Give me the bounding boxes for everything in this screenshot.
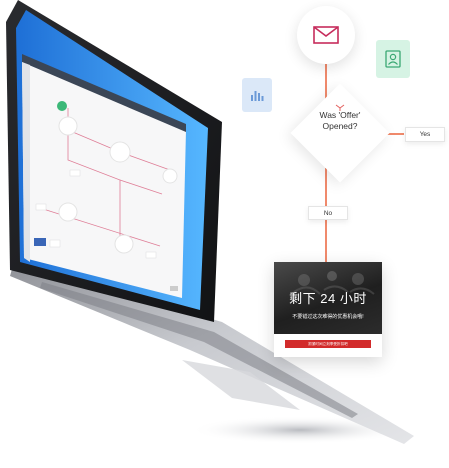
promo-subtext: 不要错过这次难得的优惠机会哦! xyxy=(292,314,364,320)
no-label[interactable]: No xyxy=(308,206,348,220)
app-sidebar xyxy=(22,62,30,262)
app-window xyxy=(22,62,186,298)
yes-label-text: Yes xyxy=(419,131,431,138)
promo-cta-button[interactable]: 抓紧时间立刻享受折扣吧 xyxy=(285,340,371,348)
split-arrows-icon xyxy=(335,104,345,111)
promo-image: 剩下 24 小时 不要错过这次难得的优惠机会哦! xyxy=(274,262,382,334)
no-label-text: No xyxy=(323,209,333,217)
connector-decision-to-no xyxy=(325,168,327,208)
user-card-icon xyxy=(385,50,401,68)
user-tile xyxy=(376,40,410,78)
trackpad xyxy=(182,360,300,410)
floor-shadow xyxy=(190,416,410,444)
yes-label[interactable]: Yes xyxy=(405,127,445,142)
promo-card[interactable]: 剩下 24 小时 不要错过这次难得的优惠机会哦! 抓紧时间立刻享受折扣吧 xyxy=(274,262,382,357)
app-header-bar xyxy=(22,54,186,132)
mini-nodes xyxy=(34,101,178,291)
decision-line-2: Opened? xyxy=(322,121,358,131)
decision-line-1: Was 'Offer' xyxy=(319,110,361,120)
cyclists-photo xyxy=(293,271,375,295)
bar-chart-icon xyxy=(251,91,264,101)
envelope-icon xyxy=(313,26,339,44)
email-node[interactable] xyxy=(297,6,355,64)
connector-email-to-decision xyxy=(325,64,327,100)
chart-tile xyxy=(242,78,272,112)
promo-headline: 剩下 24 小时 xyxy=(289,291,367,306)
keyboard-area xyxy=(40,282,358,418)
connector-no-to-promo xyxy=(325,219,327,262)
decision-label: Was 'Offer' Opened? xyxy=(290,110,390,132)
